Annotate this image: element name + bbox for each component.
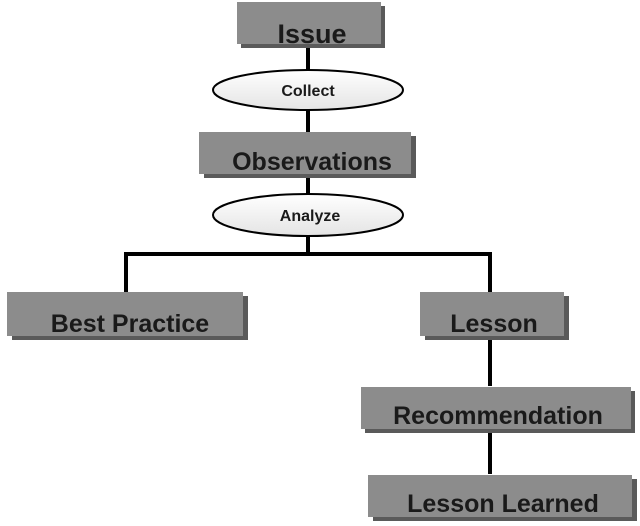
- node-recommendation: Recommendation: [361, 387, 635, 433]
- node-lesson-label: Lesson: [450, 310, 538, 338]
- node-collect: Collect: [212, 69, 404, 111]
- node-lesson: Lesson: [420, 292, 569, 340]
- node-issue-label: Issue: [277, 19, 346, 49]
- node-observations: Observations: [199, 132, 416, 178]
- node-recommendation-label: Recommendation: [393, 402, 603, 430]
- node-observations-label: Observations: [232, 148, 392, 176]
- node-analyze: Analyze: [212, 193, 404, 237]
- node-best-practice: Best Practice: [7, 292, 248, 340]
- node-collect-label: Collect: [281, 83, 335, 100]
- connector-lines: [124, 44, 492, 474]
- node-analyze-label: Analyze: [280, 208, 341, 225]
- node-best-practice-label: Best Practice: [51, 310, 210, 338]
- node-issue: Issue: [237, 2, 385, 49]
- node-lesson-learned-label: Lesson Learned: [407, 490, 599, 518]
- node-lesson-learned: Lesson Learned: [368, 475, 637, 521]
